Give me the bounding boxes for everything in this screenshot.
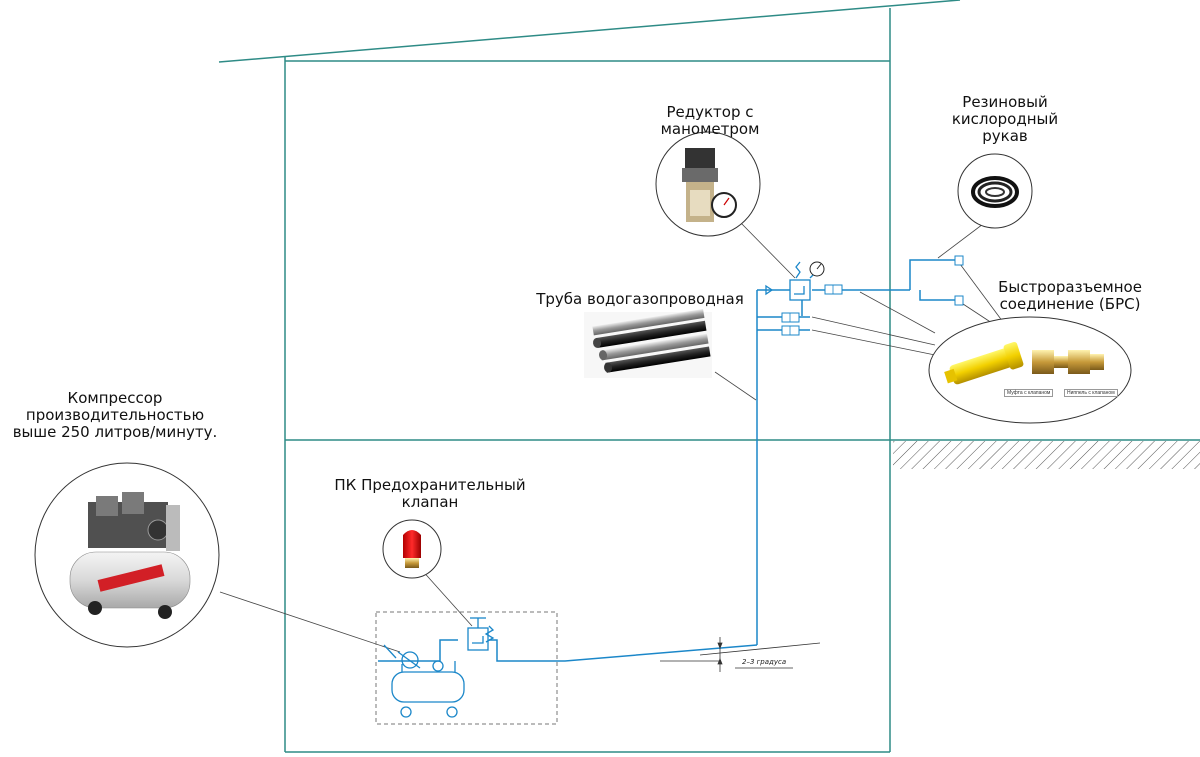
quick-connector-marks (789, 285, 834, 335)
hose-label-line-1: Резиновый (962, 93, 1048, 111)
safety-valve-photo (382, 519, 442, 579)
quick-connector-photo (928, 316, 1132, 424)
building-walls (218, 0, 1200, 753)
rubber-hose-photo (957, 153, 1033, 229)
compressor-label-line-2: производительностью (25, 406, 205, 424)
compressor-symbol (383, 644, 465, 718)
pipe-label-text: Труба водогазопроводная (536, 290, 744, 308)
compressor-label: Компрессор производительностью выше 250 … (0, 390, 230, 441)
safety-valve-label-line-1: ПК Предохранительный (334, 476, 526, 494)
ground-hatch (893, 441, 1200, 469)
pipe-label: Труба водогазопроводная (530, 291, 750, 308)
manometer-symbol (809, 261, 825, 277)
coupling-tag: Муфта с клапаном (1004, 389, 1054, 397)
compressor-photo (34, 462, 220, 648)
steel-pipes-photo (584, 308, 712, 378)
pressure-reducer-photo (655, 131, 761, 237)
quick-connector-symbols (781, 255, 964, 336)
quick-connect-label: Быстроразъемное соединение (БРС) (990, 279, 1150, 313)
safety-valve-label: ПК Предохранительный клапан (325, 477, 535, 511)
compressor-label-line-1: Компрессор (67, 389, 163, 407)
quick-connect-label-line-2: соединение (БРС) (999, 295, 1141, 313)
hose-label-line-3: рукав (982, 127, 1028, 145)
reducer-symbol (765, 261, 815, 301)
quick-connect-label-line-1: Быстроразъемное (998, 278, 1142, 296)
reducer-label-line-2: манометром (660, 120, 760, 138)
safety-valve-label-line-2: клапан (401, 493, 459, 511)
slope-label: 2–3 градуса (742, 658, 787, 666)
reducer-label-line-1: Редуктор с (666, 103, 754, 121)
reducer-label: Редуктор с манометром (640, 104, 780, 138)
hose-label-line-2: кислородный (951, 110, 1059, 128)
slope-annotation (660, 637, 821, 672)
compressor-label-line-3: выше 250 литров/минуту. (12, 423, 218, 441)
hose-label: Резиновый кислородный рукав (945, 94, 1065, 145)
leader-lines (219, 214, 1004, 653)
safety-valve-symbol (467, 617, 495, 651)
nipple-tag: Ниппель с клапаном (1064, 389, 1118, 397)
